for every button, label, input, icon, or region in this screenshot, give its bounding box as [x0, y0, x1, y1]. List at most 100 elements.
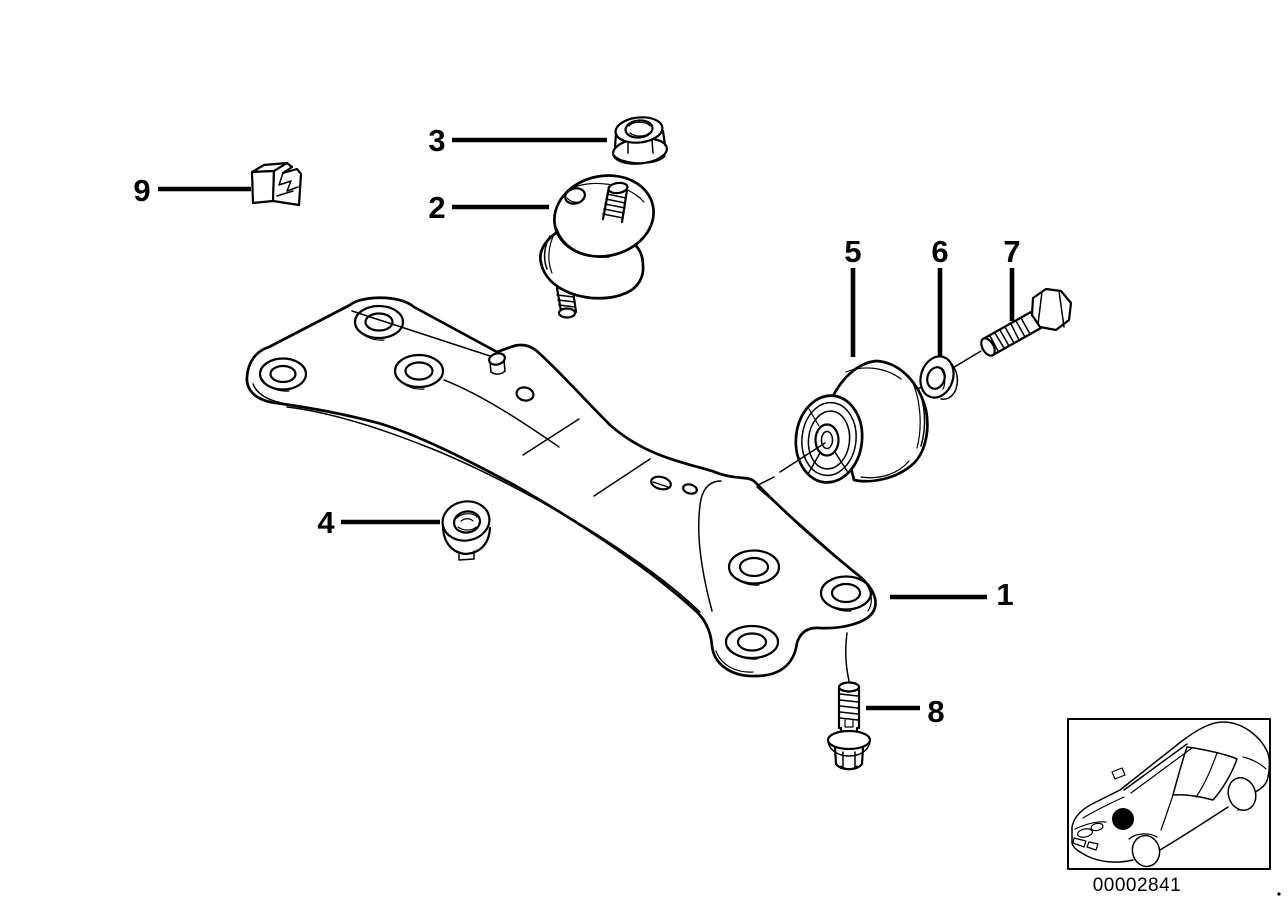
flange-bottom-arc [827, 741, 871, 757]
left-corner-fold-line [252, 383, 283, 404]
mount-hole-bottom-right [724, 624, 780, 660]
location-marker-dot [1112, 808, 1134, 830]
clip-flap [271, 161, 303, 207]
stud-side [620, 188, 629, 224]
boss-thickness-arc [730, 572, 760, 586]
slot-hole-large [650, 475, 672, 491]
car-side-glass [1172, 746, 1238, 801]
skirt-bottom-notch [458, 550, 475, 561]
face-ring-inner [807, 410, 851, 470]
hex-side [833, 746, 838, 766]
flange-inner-concave-line [697, 480, 722, 612]
bolt-axis-leader [844, 632, 850, 682]
face-ring-outer [801, 401, 857, 477]
head-facet [1058, 290, 1065, 328]
boss-thickness-arc [261, 378, 290, 392]
thread-line [994, 332, 1005, 349]
car-hood-crease-2 [1074, 821, 1107, 830]
slot-hole-small [682, 483, 698, 495]
hex-bottom-inner-arc [840, 765, 858, 770]
rubber-spoke [834, 451, 848, 472]
bushing [779, 359, 929, 484]
thread-line [1020, 317, 1031, 335]
thread-line [839, 699, 859, 703]
car-rear-wheel [1227, 777, 1257, 811]
bore [736, 632, 768, 652]
boss-ring [258, 357, 308, 391]
hub [814, 423, 840, 457]
bore [564, 187, 586, 205]
washer-outer [919, 355, 955, 399]
thread-line [1015, 320, 1026, 338]
clip-fold-line [276, 190, 294, 197]
car-body-outline [1071, 721, 1271, 844]
mount-hole-mid-left [393, 353, 445, 390]
stud-top-face [837, 681, 861, 693]
part-label-6: 6 [931, 234, 948, 269]
boss-thickness-arc [396, 376, 425, 390]
hex-side [661, 129, 667, 147]
locating-pin [488, 352, 506, 375]
thread-spiral-arc [629, 132, 650, 137]
car-front-wheel-arch [1128, 833, 1158, 840]
car-headlight [1090, 822, 1104, 832]
head-flange [826, 729, 872, 751]
hex-bottom-arc [834, 762, 864, 771]
car-front-wheel [1131, 834, 1161, 868]
bottom-lobe-fold-arc [715, 650, 754, 673]
thread-line [557, 299, 576, 303]
car-thumbnail: 00002841 [1067, 718, 1281, 896]
body-bottom-highlight [860, 460, 910, 479]
mount-hole-far-right [819, 575, 873, 612]
part-label-5: 5 [844, 234, 861, 269]
bore-thickness-arc [517, 396, 533, 402]
car-headlight [1077, 828, 1093, 838]
clip-zigzag-cut [278, 172, 299, 192]
mount-hole-top-left [353, 304, 405, 341]
disc-small-hole [564, 187, 586, 205]
thread-line [602, 213, 624, 219]
image-number: 00002841 [1093, 875, 1182, 896]
thread-line [999, 329, 1010, 347]
bore [830, 582, 862, 604]
boss-ring [819, 575, 873, 611]
thread-line [1010, 323, 1020, 341]
bore [364, 312, 394, 332]
top-edge-shadow-line [351, 310, 494, 358]
threaded-bore [624, 119, 654, 139]
bore [269, 364, 297, 384]
front-face [794, 394, 864, 484]
thread-runout-notch [844, 719, 854, 728]
thread-line [558, 304, 576, 308]
car-sill-line [1159, 806, 1229, 851]
thread-line [604, 203, 626, 209]
part-label-2: 2 [428, 190, 445, 225]
car-outline-drawing [1071, 721, 1271, 868]
thumbnail-frame [1067, 718, 1271, 870]
threaded-bore [452, 510, 482, 534]
disc-thickness-arc [556, 228, 610, 258]
thread-line [603, 208, 625, 214]
part-label-1: 1 [996, 577, 1013, 612]
boss-ring [727, 549, 781, 585]
arm-inner-edge-line [443, 379, 560, 448]
hex-flange-nut-left [441, 500, 492, 561]
thread-line [1004, 326, 1015, 344]
bolt-tip-face [980, 337, 996, 357]
boss-thickness-arc [356, 327, 385, 341]
axis-segment [950, 350, 982, 370]
head-facet [1037, 291, 1043, 325]
bore-thickness-arc [940, 368, 946, 390]
rear-rim-arc-inner [911, 380, 921, 449]
pin-side-right [503, 360, 506, 372]
car-grille-kidney [1086, 841, 1099, 851]
bore [738, 556, 770, 578]
car-grille-kidney [1072, 837, 1087, 848]
rubber-mount [539, 174, 655, 319]
car-a-pillar [1123, 743, 1188, 791]
part-label-9: 9 [133, 173, 150, 208]
thread-spiral-arc [628, 121, 651, 127]
bore-thickness-arc [566, 197, 585, 203]
